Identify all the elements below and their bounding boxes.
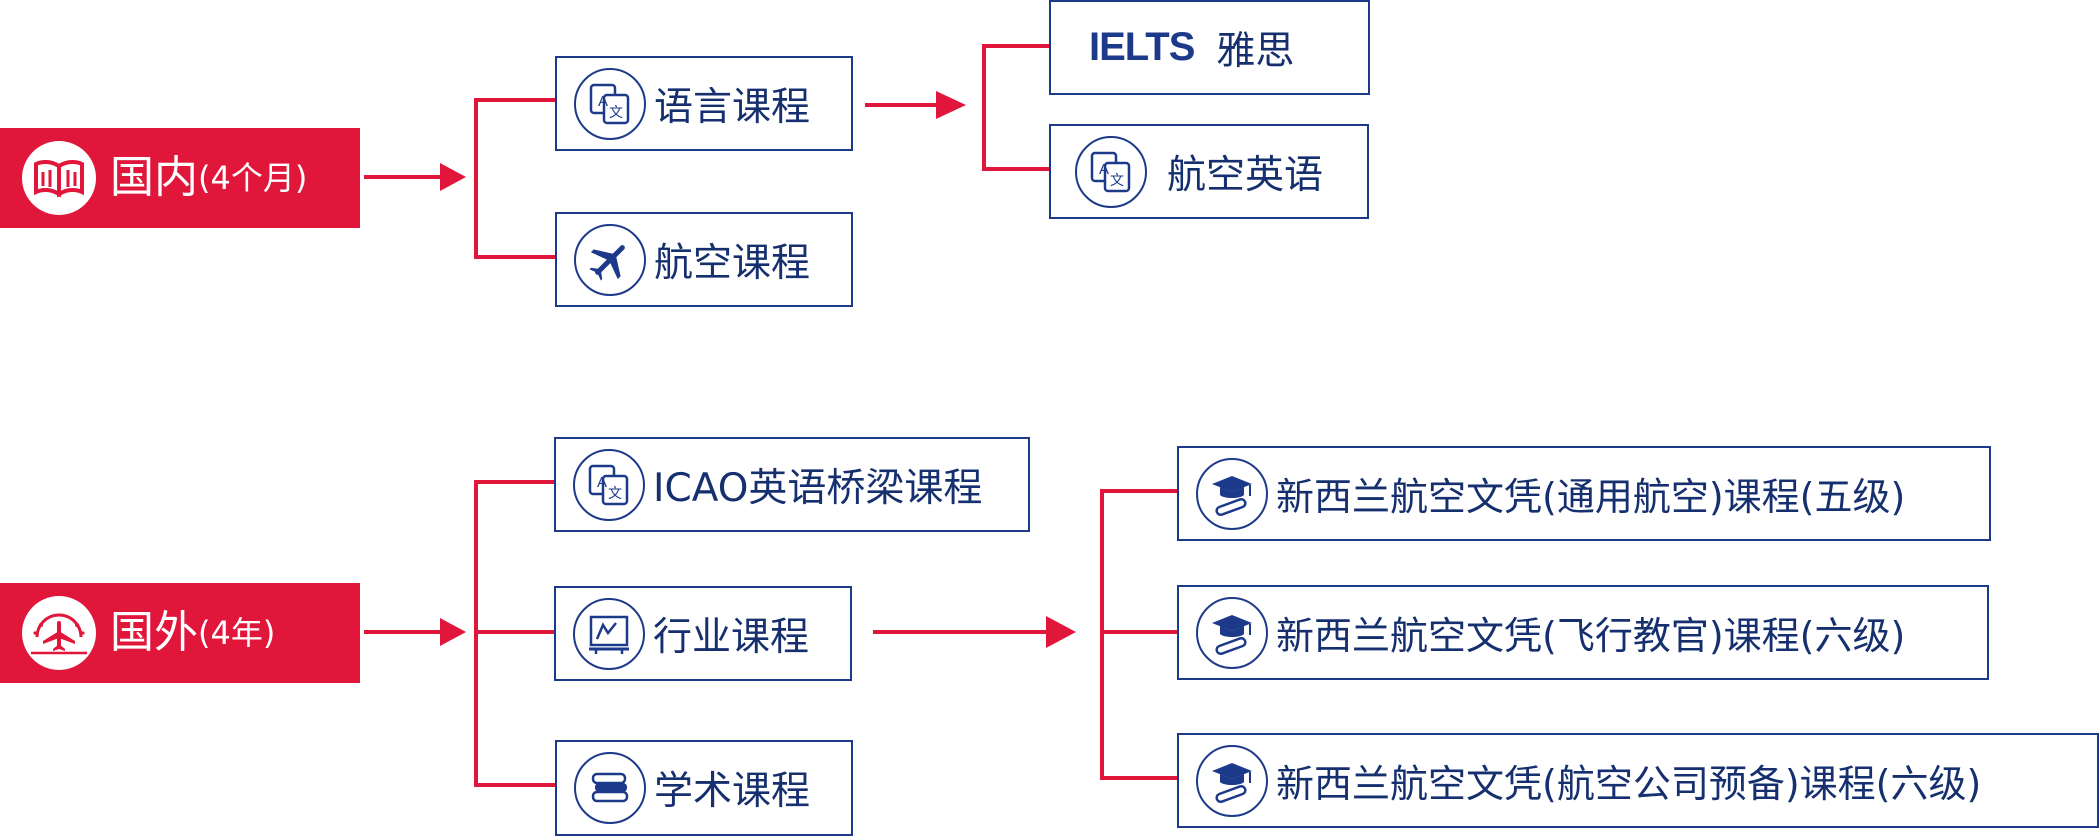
arrowhead (936, 91, 966, 119)
translate-icon: A 文 (1075, 135, 1147, 208)
arrowhead (440, 618, 466, 646)
diploma-box-flight-instructor: 新西兰航空文凭(飞行教官)课程(六级) (1177, 585, 1989, 680)
open-book-icon (22, 141, 96, 215)
course-box-academic: 学术课程 (555, 740, 853, 836)
domestic-duration: (4个月) (198, 159, 308, 197)
course-label-academic: 学术课程 (654, 769, 811, 814)
graduation-cap-icon (1196, 744, 1268, 817)
whiteboard-icon (573, 597, 645, 670)
diploma-box-general-aviation: 新西兰航空文凭(通用航空)课程(五级) (1177, 446, 1991, 541)
overseas-title: 国外 (110, 607, 198, 658)
overseas-duration: (4年) (198, 614, 276, 652)
departing-plane-icon (22, 596, 96, 670)
svg-text:A: A (1099, 161, 1109, 178)
graduation-cap-icon (1196, 596, 1268, 669)
course-label-aviation: 航空课程 (654, 240, 811, 286)
connector-domestic-bracket (474, 98, 556, 259)
domestic-title: 国内 (110, 152, 198, 203)
connector-language-bracket (982, 44, 1050, 171)
course-label-language: 语言课程 (654, 84, 811, 130)
overseas-root: 国外 (4年) (0, 583, 360, 683)
svg-text:A: A (597, 474, 607, 491)
arrowhead (440, 163, 466, 191)
option-label-aviation-english: 航空英语 (1167, 152, 1324, 198)
course-label-industry: 行业课程 (653, 614, 810, 660)
course-box-language: A 文 语言课程 (555, 56, 853, 151)
arrowhead (1046, 616, 1076, 648)
domestic-root: 国内 (4个月) (0, 128, 360, 228)
diploma-label-flight-instructor: 新西兰航空文凭(飞行教官)课程(六级) (1276, 614, 1906, 658)
course-box-industry: 行业课程 (554, 586, 852, 681)
diploma-label-airline-preparation: 新西兰航空文凭(航空公司预备)课程(六级) (1276, 762, 1982, 806)
course-box-icao: A 文 ICAO英语桥梁课程 (554, 437, 1030, 532)
connector-diploma-bracket (1100, 489, 1178, 780)
svg-text:文: 文 (608, 485, 622, 501)
course-box-aviation: 航空课程 (555, 212, 853, 307)
diploma-box-airline-preparation: 新西兰航空文凭(航空公司预备)课程(六级) (1177, 733, 2099, 828)
diploma-label-general-aviation: 新西兰航空文凭(通用航空)课程(五级) (1276, 475, 1906, 519)
svg-text:文: 文 (1110, 172, 1124, 188)
svg-text:A: A (598, 93, 608, 110)
airplane-icon (574, 223, 646, 296)
translate-icon: A 文 (574, 67, 646, 140)
graduation-cap-icon (1196, 457, 1268, 530)
option-box-aviation-english: A 文 航空英语 (1049, 124, 1369, 219)
course-label-icao: ICAO英语桥梁课程 (653, 465, 983, 511)
option-label-ielts: 雅思 (1216, 28, 1295, 74)
translate-icon: A 文 (573, 448, 645, 521)
ielts-logo: IELTS (1089, 25, 1195, 69)
books-icon (574, 752, 646, 824)
svg-text:文: 文 (609, 104, 623, 120)
option-box-ielts: IELTS 雅思 (1049, 0, 1370, 95)
